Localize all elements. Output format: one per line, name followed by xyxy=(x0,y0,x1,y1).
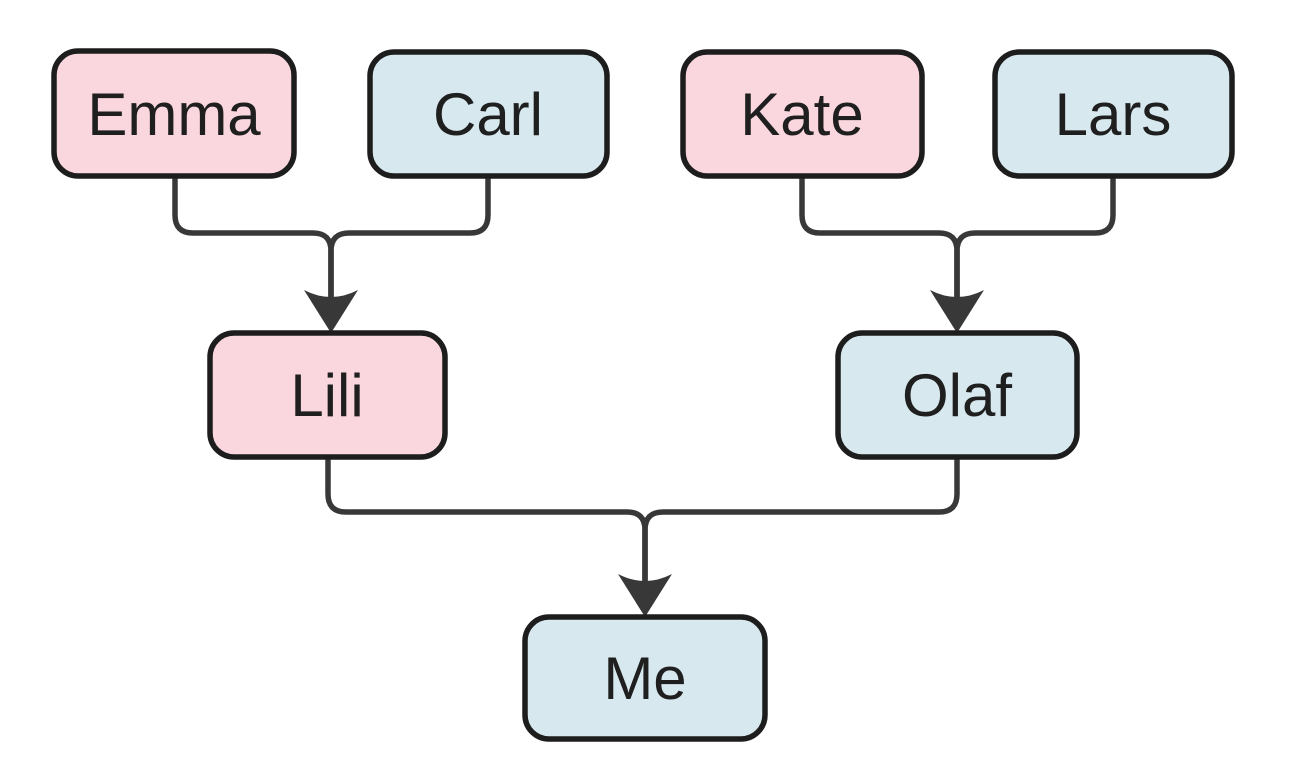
edge-carl-lili xyxy=(328,173,491,303)
node-lars: Lars xyxy=(992,49,1235,179)
node-kate-label: Kate xyxy=(740,81,863,148)
edge-lili-me xyxy=(325,454,648,587)
edge-kate-olaf xyxy=(799,173,960,303)
node-lars-label: Lars xyxy=(1055,81,1172,148)
node-olaf-label: Olaf xyxy=(902,362,1012,429)
arrowhead-down-icon xyxy=(618,574,672,617)
edge-lars-olaf xyxy=(954,173,1116,303)
node-lili: Lili xyxy=(207,330,448,460)
edge-olaf-me xyxy=(642,454,960,587)
node-lili-label: Lili xyxy=(290,362,363,429)
node-olaf: Olaf xyxy=(835,330,1080,460)
node-me-label: Me xyxy=(603,645,686,712)
edge-group xyxy=(172,173,1116,617)
node-kate: Kate xyxy=(680,49,925,179)
node-emma-label: Emma xyxy=(87,81,261,148)
node-me: Me xyxy=(522,614,768,742)
node-carl-label: Carl xyxy=(433,81,543,148)
edge-emma-lili xyxy=(172,173,334,303)
node-carl: Carl xyxy=(367,49,610,179)
node-emma: Emma xyxy=(51,48,297,179)
arrowhead-down-icon xyxy=(304,290,358,333)
arrowhead-down-icon xyxy=(930,290,984,333)
